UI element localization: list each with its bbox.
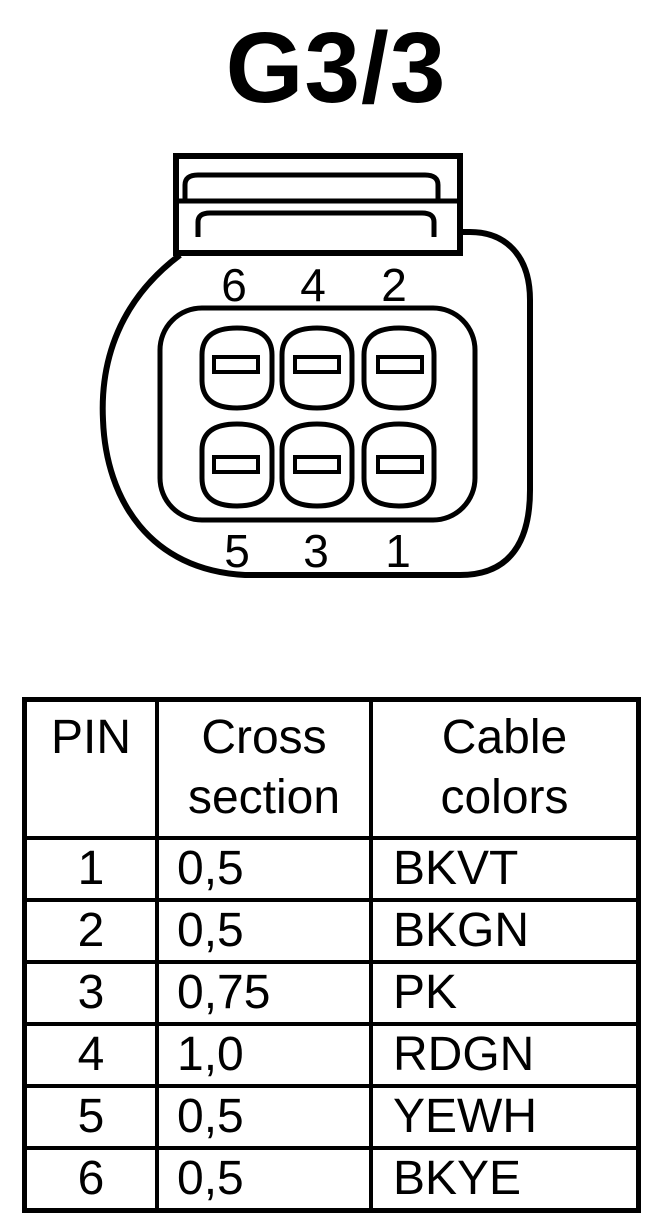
connector-title: G3/3 — [225, 12, 447, 124]
terminal-pin-1 — [361, 421, 437, 509]
pin-label-top-3: 2 — [381, 259, 407, 311]
header-cross-section: Cross section — [155, 697, 373, 840]
cell-pin: 4 — [22, 1022, 159, 1088]
pin-label-bottom-2: 3 — [303, 525, 329, 577]
cell-cross-section: 0,5 — [155, 1146, 373, 1213]
pin-assignment-table: PIN Cross section Cable colors 1 0,5 BKV… — [22, 697, 641, 1213]
cell-pin: 1 — [22, 836, 159, 902]
cell-cable-color: YEWH — [369, 1084, 641, 1150]
connector-face-diagram: 6 4 2 5 3 1 — [99, 153, 533, 578]
cell-pin: 2 — [22, 898, 159, 964]
cell-cross-section: 0,5 — [155, 898, 373, 964]
cell-cross-section: 1,0 — [155, 1022, 373, 1088]
pin-cavity — [157, 305, 478, 523]
header-cable-colors: Cable colors — [369, 697, 641, 840]
table-row: 4 1,0 RDGN — [22, 1022, 641, 1088]
locking-latch — [173, 153, 463, 256]
cell-pin: 5 — [22, 1084, 159, 1150]
pin-label-top-2: 4 — [300, 259, 326, 311]
connector-housing-outline — [99, 229, 533, 578]
table-row: 1 0,5 BKVT — [22, 836, 641, 902]
header-pin: PIN — [22, 697, 159, 840]
pin-label-bottom-1: 5 — [224, 525, 250, 577]
cell-pin: 6 — [22, 1146, 159, 1213]
table-row: 6 0,5 BKYE — [22, 1146, 641, 1213]
cell-cable-color: BKYE — [369, 1146, 641, 1213]
terminal-pin-6 — [199, 325, 275, 411]
cell-cross-section: 0,75 — [155, 960, 373, 1026]
terminal-pin-4 — [279, 325, 355, 411]
cell-pin: 3 — [22, 960, 159, 1026]
pin-label-top-1: 6 — [221, 259, 247, 311]
terminal-pin-5 — [199, 421, 275, 509]
terminal-pin-3 — [279, 421, 355, 509]
cell-cable-color: BKVT — [369, 836, 641, 902]
table-row: 5 0,5 YEWH — [22, 1084, 641, 1150]
cell-cross-section: 0,5 — [155, 1084, 373, 1150]
cell-cable-color: RDGN — [369, 1022, 641, 1088]
table-row: 3 0,75 PK — [22, 960, 641, 1026]
table-header-row: PIN Cross section Cable colors — [22, 697, 641, 840]
cell-cross-section: 0,5 — [155, 836, 373, 902]
cell-cable-color: BKGN — [369, 898, 641, 964]
pin-label-bottom-3: 1 — [385, 525, 411, 577]
table-row: 2 0,5 BKGN — [22, 898, 641, 964]
cell-cable-color: PK — [369, 960, 641, 1026]
terminal-pin-2 — [361, 325, 437, 411]
